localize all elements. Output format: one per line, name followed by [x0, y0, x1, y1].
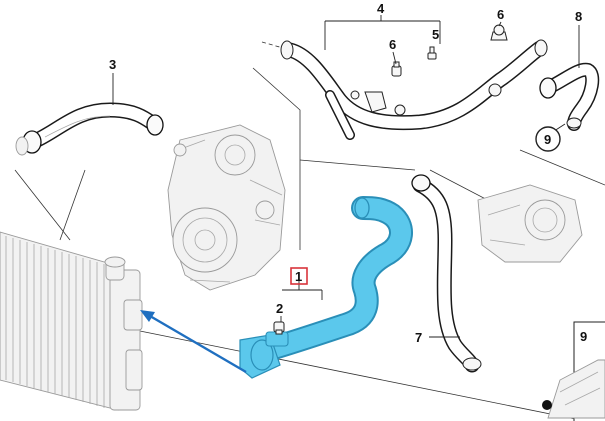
callout-2: 2	[276, 301, 283, 316]
callout-9a-circle	[535, 126, 561, 152]
thermostat-housing	[477, 184, 583, 263]
inset-9-car	[542, 359, 605, 419]
callout-6-right: 6	[497, 7, 504, 22]
hose-3	[15, 102, 164, 156]
callout-1-box	[290, 267, 308, 285]
callout-7: 7	[415, 330, 422, 345]
callout-3: 3	[109, 57, 116, 72]
screw-6-right	[490, 24, 508, 41]
connection-arrow	[149, 314, 247, 374]
callout-4: 4	[377, 1, 385, 16]
hose-7	[411, 174, 482, 373]
arrowhead	[140, 310, 155, 322]
callout-9-circle: 9	[544, 132, 551, 147]
radiator	[0, 231, 143, 411]
leader-lines	[112, 15, 580, 338]
screw-6-left	[391, 61, 402, 77]
callout-1: 1	[295, 269, 302, 284]
water-pump-assembly	[167, 124, 286, 291]
bleed-screw-2	[273, 321, 285, 335]
screw-5	[427, 46, 437, 60]
callout-8: 8	[575, 9, 582, 24]
callout-numbers: 1 2 3 4 5 6 6 7 8 9 9	[109, 1, 587, 345]
callout-6-left: 6	[389, 37, 396, 52]
callout-5: 5	[432, 27, 439, 42]
callout-9-inset: 9	[580, 329, 587, 344]
hose-1-highlighted[interactable]	[239, 196, 413, 379]
hose-8	[539, 62, 600, 131]
hose-4	[280, 39, 548, 140]
